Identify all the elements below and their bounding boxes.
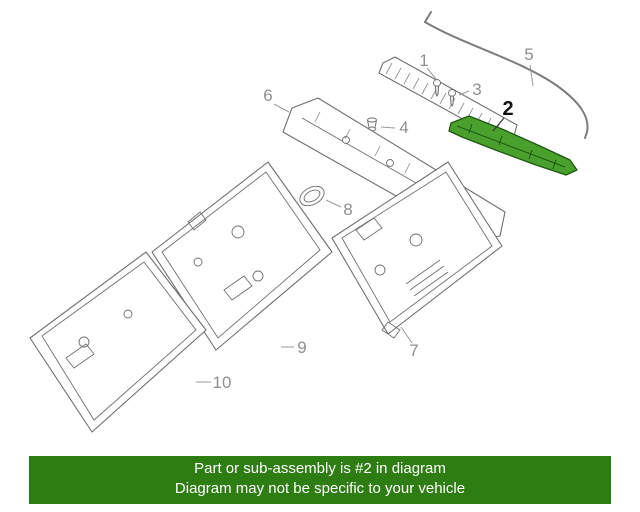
- callout-7: 7: [409, 341, 418, 360]
- callout-3: 3: [472, 80, 481, 99]
- part-insulator-10: [29, 251, 207, 433]
- callout-1: 1: [419, 51, 428, 70]
- callout-5: 5: [524, 45, 533, 64]
- part-screw-1: [433, 79, 441, 97]
- part-grommet-8: [299, 185, 325, 207]
- callout-8: 8: [343, 200, 352, 219]
- callout-leader-lines: [196, 64, 534, 383]
- highlight-banner: Part or sub-assembly is #2 in diagram Di…: [29, 456, 611, 504]
- callout-6: 6: [263, 86, 272, 105]
- part-dash-panel-9: [151, 161, 333, 351]
- callout-4: 4: [399, 118, 408, 137]
- banner-line-1: Part or sub-assembly is #2 in diagram: [194, 460, 446, 477]
- part-hose: [424, 11, 589, 139]
- callout-9: 9: [297, 338, 306, 357]
- exploded-parts-diagram: 1 2 3 4 5 6 7 8 9 10: [29, 11, 589, 433]
- callout-2-highlighted: 2: [502, 98, 513, 120]
- part-screw-3: [448, 89, 456, 107]
- banner-line-2: Diagram may not be specific to your vehi…: [174, 480, 466, 497]
- part-dash-panel-7: [331, 161, 503, 339]
- callout-10: 10: [213, 373, 232, 392]
